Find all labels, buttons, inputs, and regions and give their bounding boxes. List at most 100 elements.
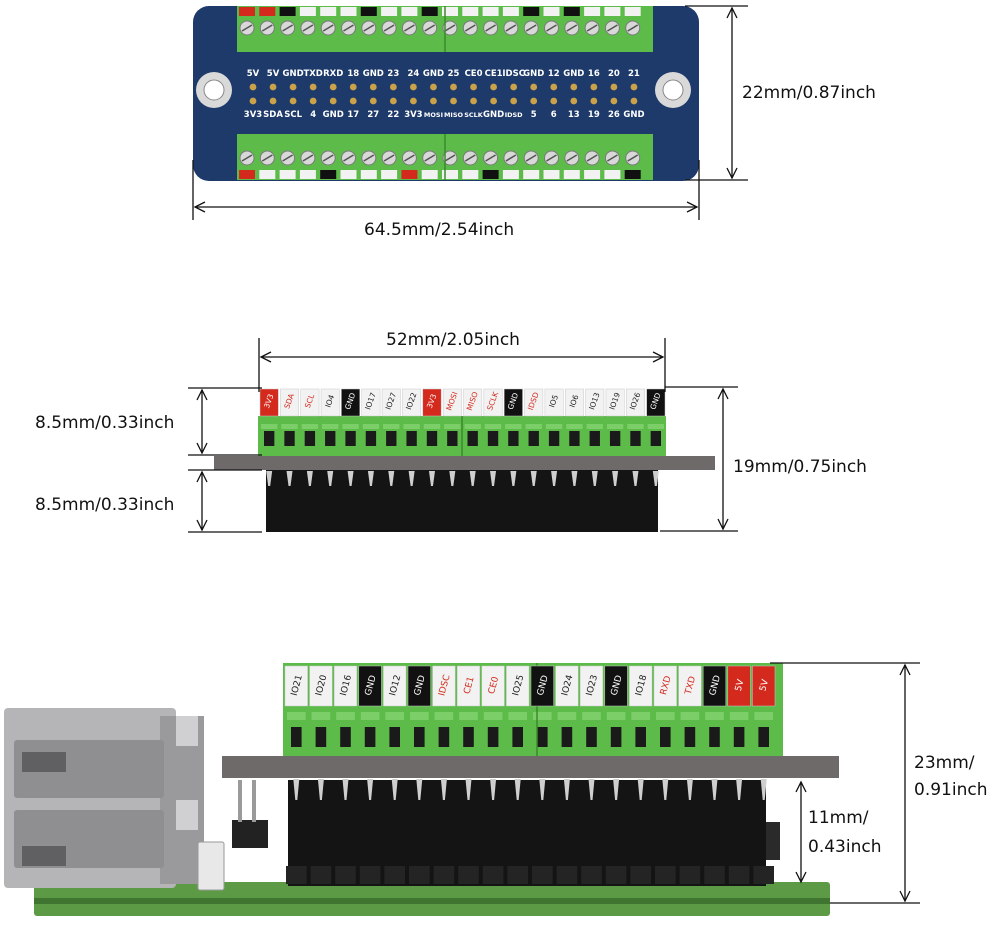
pin-pad bbox=[369, 83, 377, 91]
top-lower-tab bbox=[442, 170, 458, 179]
top-upper-pin-label: RXD bbox=[323, 69, 343, 79]
top-lower-pin-label: 13 bbox=[568, 110, 580, 120]
header-pin bbox=[551, 471, 558, 486]
header-pin bbox=[632, 471, 639, 486]
screw-opening bbox=[340, 727, 351, 747]
top-upper-pin-label: CE1 bbox=[485, 69, 503, 79]
terminal-ridge bbox=[705, 712, 724, 720]
top-upper-tab bbox=[239, 7, 255, 16]
header-base-segment bbox=[655, 866, 676, 884]
side-upper-dimension bbox=[188, 387, 262, 456]
header-base-segment bbox=[704, 866, 725, 884]
side-label-tab bbox=[565, 388, 584, 417]
header-pin bbox=[416, 779, 423, 800]
header-base-segment bbox=[605, 866, 627, 884]
header-pin bbox=[286, 471, 293, 486]
top-upper-tab bbox=[279, 7, 296, 16]
top-lower-tab bbox=[462, 170, 479, 179]
mounted-label-tab bbox=[284, 665, 308, 707]
mounted-label-tab bbox=[407, 665, 431, 707]
screw-icon bbox=[462, 20, 478, 36]
screw-opening bbox=[684, 727, 696, 747]
screw-opening bbox=[758, 727, 769, 747]
side-label-tab bbox=[585, 388, 605, 417]
pin-pad bbox=[470, 97, 477, 105]
terminal-ridge bbox=[383, 424, 400, 429]
pin-pad bbox=[470, 83, 477, 91]
pin-pad bbox=[450, 83, 457, 91]
header-pin bbox=[449, 471, 456, 486]
header-base-segment bbox=[753, 866, 774, 884]
side-label-tab bbox=[544, 388, 564, 417]
header-base-segment bbox=[556, 866, 578, 884]
header-pin bbox=[510, 471, 517, 486]
mounted-label-tab bbox=[629, 665, 653, 707]
terminal-ridge bbox=[459, 712, 478, 720]
screw-opening bbox=[406, 431, 417, 446]
pin-pad bbox=[610, 97, 618, 105]
top-upper-pin-label: GND bbox=[563, 69, 584, 79]
header-pin bbox=[591, 471, 598, 486]
header-base-segment bbox=[310, 866, 332, 884]
mounted-label-tab bbox=[383, 665, 407, 707]
top-upper-pin-label: 5V bbox=[247, 69, 260, 79]
screw-opening bbox=[447, 431, 458, 446]
top-mount-hole-left bbox=[196, 72, 232, 108]
header-pin bbox=[306, 471, 313, 486]
terminal-ridge bbox=[533, 712, 552, 720]
side-label-tab bbox=[605, 388, 625, 417]
mounted-pin-label: 5V bbox=[734, 678, 747, 693]
header-pin bbox=[711, 779, 718, 800]
side-label-tab bbox=[463, 388, 483, 417]
top-upper-tab bbox=[482, 7, 499, 16]
side-label-tab bbox=[361, 388, 381, 417]
screw-icon bbox=[625, 150, 641, 166]
screw-opening bbox=[487, 431, 499, 446]
screw-opening bbox=[438, 727, 450, 747]
header-pin bbox=[367, 779, 374, 800]
mounted-header-label-line2: 0.43inch bbox=[808, 837, 881, 857]
top-upper-pin-label: 21 bbox=[628, 69, 640, 79]
screw-icon bbox=[320, 150, 336, 166]
top-lower-pin-label: 17 bbox=[347, 110, 359, 120]
mounted-label-tab bbox=[702, 665, 727, 707]
top-upper-tab bbox=[523, 7, 540, 16]
screw-icon bbox=[584, 20, 600, 36]
top-lower-tab bbox=[360, 170, 377, 179]
side-label-tab bbox=[320, 388, 340, 417]
screw-icon bbox=[442, 20, 458, 36]
terminal-ridge bbox=[631, 712, 650, 720]
pin-pad bbox=[450, 97, 457, 105]
header-pin bbox=[760, 779, 767, 800]
mounted-pin-label: 5V bbox=[758, 678, 771, 693]
top-upper-tab bbox=[381, 7, 398, 16]
top-lower-pin-label: 27 bbox=[367, 110, 379, 120]
screw-opening bbox=[609, 431, 621, 446]
screw-opening bbox=[304, 431, 316, 446]
screw-opening bbox=[315, 727, 327, 747]
pin-pad bbox=[550, 97, 558, 105]
top-lower-pin-label: 3V3 bbox=[244, 110, 262, 120]
mounted-label-tab bbox=[530, 665, 554, 707]
mounted-total-label-line1: 23mm/ bbox=[914, 753, 975, 773]
screw-opening bbox=[733, 727, 745, 747]
header-base-segment bbox=[286, 866, 307, 884]
top-lower-terminal-strip bbox=[237, 134, 653, 180]
screw-icon bbox=[422, 20, 438, 36]
top-upper-pin-label: 24 bbox=[407, 69, 419, 79]
side-label-tab bbox=[402, 388, 422, 417]
mounted-label-tab bbox=[358, 665, 382, 707]
terminal-ridge bbox=[464, 424, 481, 429]
top-upper-tab bbox=[340, 7, 357, 16]
screw-opening bbox=[508, 431, 519, 446]
header-pin bbox=[686, 779, 693, 800]
top-lower-pin-label: SCLK bbox=[464, 111, 484, 119]
top-upper-pin-label: 18 bbox=[347, 69, 359, 79]
terminal-ridge bbox=[729, 712, 749, 720]
screw-icon bbox=[361, 20, 377, 36]
screw-opening bbox=[561, 727, 573, 747]
mounted-label-tab bbox=[309, 665, 333, 707]
pin-pad bbox=[490, 97, 497, 105]
screw-icon bbox=[341, 150, 356, 166]
